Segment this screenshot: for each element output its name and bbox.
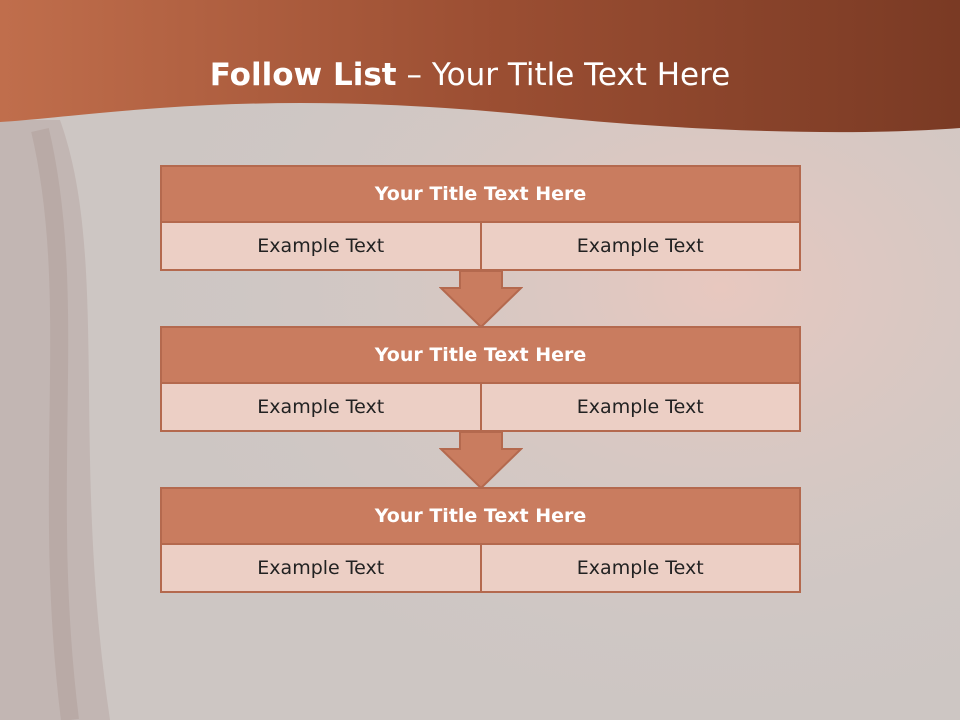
step-title: Your Title Text Here (162, 489, 799, 545)
step-cell-left: Example Text (162, 384, 480, 430)
step-cell-right: Example Text (479, 384, 799, 430)
step-cell-right: Example Text (479, 223, 799, 269)
title-bold-text: Follow List (209, 57, 397, 93)
header-band (0, 0, 960, 133)
down-arrow-icon (439, 270, 523, 328)
title-rest-text: – Your Title Text Here (396, 57, 731, 93)
down-arrow-icon (439, 431, 523, 489)
step-box-1: Your Title Text Here Example Text Exampl… (160, 165, 801, 271)
step-cell-left: Example Text (162, 545, 480, 591)
step-title: Your Title Text Here (162, 167, 799, 223)
step-box-2: Your Title Text Here Example Text Exampl… (160, 326, 801, 432)
step-title: Your Title Text Here (162, 328, 799, 384)
step-cell-right: Example Text (479, 545, 799, 591)
step-box-3: Your Title Text Here Example Text Exampl… (160, 487, 801, 593)
slide-title: Follow List – Your Title Text Here (0, 50, 940, 100)
step-cell-left: Example Text (162, 223, 480, 269)
